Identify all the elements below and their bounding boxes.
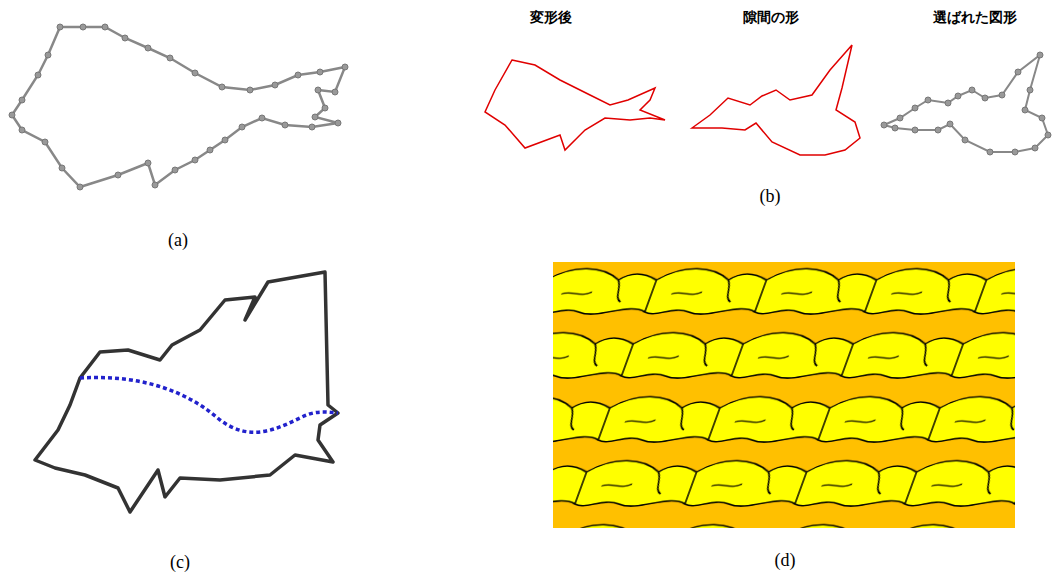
vertex-dot (1022, 107, 1028, 113)
vertex-dot (309, 124, 315, 130)
vertex-dot (272, 82, 278, 88)
vertex-dot (282, 122, 288, 128)
vertex-dot (925, 97, 931, 103)
vertex-dot (80, 24, 86, 30)
vertex-dot (207, 147, 213, 153)
vertex-dot (77, 184, 83, 190)
vertex-dot (315, 87, 321, 93)
fish-polygon (9, 24, 348, 190)
shape-outline (35, 272, 338, 512)
panel-heading: 選ばれた図形 (933, 9, 1017, 27)
vertex-dot (935, 127, 941, 133)
panel-heading: 変形後 (530, 9, 572, 27)
vertex-dot (122, 35, 128, 41)
vertex-dot (897, 115, 903, 121)
vertex-dot (322, 105, 328, 111)
vertex-dot (987, 149, 993, 155)
vertex-dot (19, 127, 25, 133)
panel-caption: (d) (775, 550, 796, 571)
vertex-dot (115, 172, 121, 178)
tessellation (553, 262, 1015, 528)
vertex-dot (172, 167, 178, 173)
vertex-dot (332, 89, 338, 95)
vertex-dot (881, 122, 887, 128)
gap-shape (692, 45, 860, 155)
vertex-dot (152, 182, 158, 188)
vertex-dot (1012, 149, 1018, 155)
vertex-dot (982, 95, 988, 101)
selected-shape (881, 52, 1051, 155)
vertex-dot (947, 121, 953, 127)
vertex-dot (239, 124, 245, 130)
panel-caption: (a) (168, 230, 188, 251)
vertex-dot (145, 160, 151, 166)
vertex-dot (42, 139, 48, 145)
vertex-dot (57, 24, 63, 30)
vertex-dot (35, 72, 41, 78)
vertex-dot (945, 100, 951, 106)
panel-caption: (c) (170, 552, 190, 573)
vertex-dot (955, 93, 961, 99)
vertex-dot (222, 137, 228, 143)
deformed-fish (485, 60, 665, 150)
vertex-dot (969, 87, 975, 93)
panel-heading: 隙間の形 (743, 9, 799, 27)
vertex-dot (317, 69, 323, 75)
vertex-dot (1037, 52, 1043, 58)
vertex-dot (342, 64, 348, 70)
vertex-dot (1015, 69, 1021, 75)
vertex-dot (167, 55, 173, 61)
vertex-dot (219, 84, 225, 90)
vertex-dot (1027, 87, 1033, 93)
vertex-dot (295, 72, 301, 78)
vertex-dot (59, 165, 65, 171)
vertex-dot (912, 105, 918, 111)
vertex-dot (192, 157, 198, 163)
panel-caption: (b) (760, 186, 781, 207)
vertex-dot (1045, 132, 1051, 138)
vertex-dot (19, 97, 25, 103)
vertex-dot (962, 137, 968, 143)
vertex-dot (312, 114, 318, 120)
vertex-dot (1039, 115, 1045, 121)
vertex-dot (999, 92, 1005, 98)
vertex-dot (335, 120, 341, 126)
vertex-dot (259, 115, 265, 121)
vertex-dot (145, 45, 151, 51)
vertex-dot (1032, 145, 1038, 151)
vertex-dot (892, 125, 898, 131)
dashed-curve (80, 377, 338, 432)
vertex-dot (247, 87, 253, 93)
vertex-dot (102, 24, 108, 30)
vertex-dot (912, 127, 918, 133)
vertex-dot (9, 112, 15, 118)
vertex-dot (45, 52, 51, 58)
vertex-dot (192, 70, 198, 76)
